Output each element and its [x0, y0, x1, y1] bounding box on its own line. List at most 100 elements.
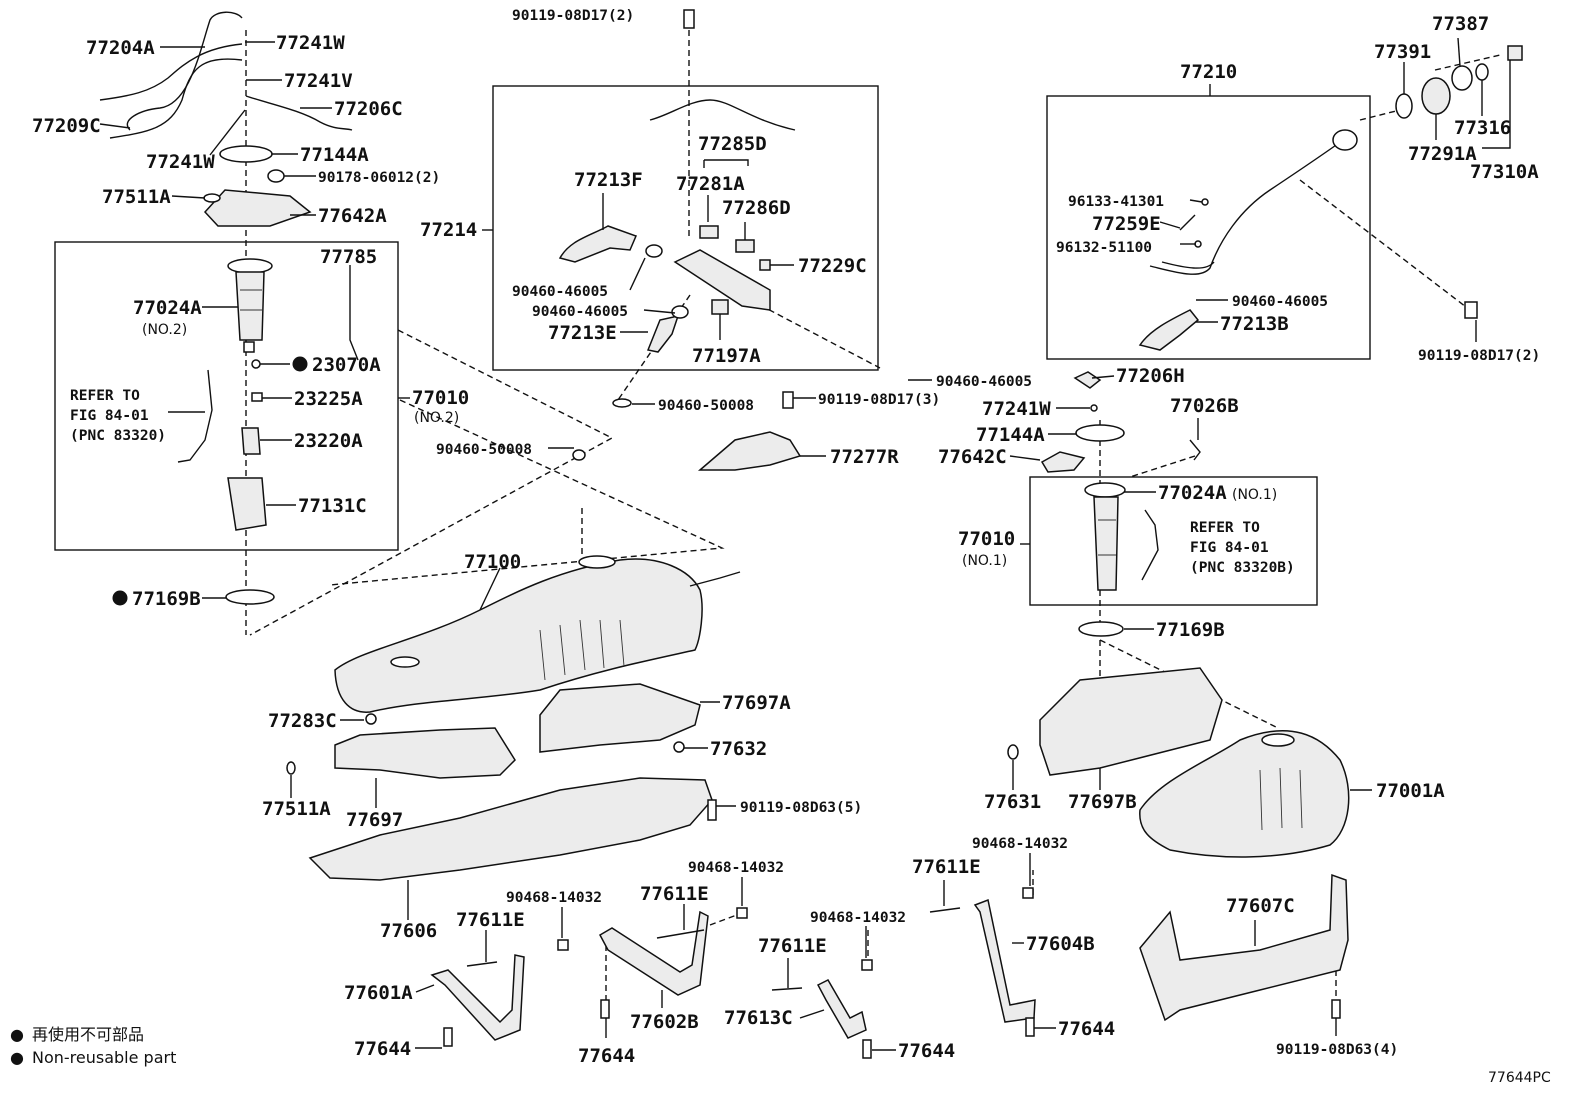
label-90119-08D63-4: 90119-08D63(4) [1276, 1042, 1398, 1058]
label-77210: 77210 [1180, 61, 1237, 83]
label-90460-46005: 90460-46005 [936, 374, 1032, 390]
label-90468-14032: 90468-14032 [506, 890, 602, 906]
legend-jp: 再使用不可部品 [32, 1025, 144, 1044]
label-77697B: 77697B [1068, 791, 1137, 813]
fuel-tank-77001A [1139, 730, 1350, 858]
label-77277R: 77277R [830, 446, 899, 468]
strap-77601A [430, 954, 525, 1041]
label-23070A: 23070A [312, 354, 381, 376]
label-77601A: 77601A [344, 982, 413, 1004]
vent-tube-assembly [558, 99, 796, 353]
label-77241V: 77241V [284, 70, 353, 92]
label-90119-08D17-3: 90119-08D17(3) [818, 392, 940, 408]
fuel-sender-77024A-no1 [1084, 482, 1126, 591]
protector-77697B [1039, 667, 1223, 776]
leader-lines [99, 37, 1511, 1051]
cap-77291A [1421, 77, 1451, 115]
label-77697: 77697 [346, 809, 403, 831]
strap-77604B [973, 898, 1036, 1023]
label-77387: 77387 [1432, 13, 1489, 35]
group-box-77010-no2 [54, 241, 399, 551]
label-77283C: 77283C [268, 710, 337, 732]
guard-77607C [1139, 873, 1349, 1022]
filler-pipe-77210 [1138, 129, 1358, 351]
label-90460-46005: 90460-46005 [532, 304, 628, 320]
label-77511A: 77511A [102, 186, 171, 208]
protector-77697A [539, 683, 701, 753]
filter-77131C [227, 477, 267, 531]
label-77010: 77010 [412, 387, 469, 409]
label-77602B: 77602B [630, 1011, 699, 1033]
label-refer-to-2-fig: FIG 84-01 [1190, 540, 1269, 556]
label-90468-14032: 90468-14032 [810, 910, 906, 926]
label-77259E: 77259E [1092, 213, 1161, 235]
label-90460-46005: 90460-46005 [1232, 294, 1328, 310]
gasket-77169B-left [225, 589, 275, 605]
label-77024A: 77024A [133, 297, 202, 319]
label-refer-to-1: REFER TO [70, 388, 140, 404]
label-77611E: 77611E [758, 935, 827, 957]
label-77291A: 77291A [1408, 143, 1477, 165]
label-77213F: 77213F [574, 169, 643, 191]
label-77310A: 77310A [1470, 161, 1539, 183]
legend-bullet: ● [10, 1025, 24, 1044]
label-77024A-sub: (NO.1) [1232, 487, 1277, 503]
label-90119-08D17-2: 90119-08D17(2) [512, 8, 634, 24]
label-77206H: 77206H [1116, 365, 1185, 387]
label-77209C: 77209C [32, 115, 101, 137]
label-77316: 77316 [1454, 117, 1511, 139]
strap-77602B [598, 910, 709, 996]
label-77169B: 77169B [1156, 619, 1225, 641]
label-77611E: 77611E [640, 883, 709, 905]
label-77286D: 77286D [722, 197, 791, 219]
legend-en: Non-reusable part [32, 1048, 176, 1067]
legend: ● 再使用不可部品 ● Non-reusable part [10, 1025, 176, 1067]
fuel-sender-77024A-no2 [227, 258, 273, 353]
label-77644: 77644 [354, 1038, 411, 1060]
label-90460-50008: 90460-50008 [436, 442, 532, 458]
ring-77144A-top [219, 145, 273, 163]
label-77026B: 77026B [1170, 395, 1239, 417]
label-77644: 77644 [898, 1040, 955, 1062]
label-77010: 77010 [958, 528, 1015, 550]
nonreusable-bullet-77169B [112, 590, 128, 606]
label-77604B: 77604B [1026, 933, 1095, 955]
label-77285D: 77285D [698, 133, 767, 155]
label-77001A: 77001A [1376, 780, 1445, 802]
label-77169B: 77169B [132, 588, 201, 610]
label-77642C: 77642C [938, 446, 1007, 468]
label-77611E: 77611E [456, 909, 525, 931]
pump-23220A [241, 427, 261, 455]
label-77241W: 77241W [276, 32, 345, 54]
label-23220A: 23220A [294, 430, 363, 452]
label-77632: 77632 [710, 738, 767, 760]
label-77613C: 77613C [724, 1007, 793, 1029]
label-77607C: 77607C [1226, 895, 1295, 917]
label-77204A: 77204A [86, 37, 155, 59]
group-box-77214 [492, 85, 879, 371]
label-77281A: 77281A [676, 173, 745, 195]
label-77642A: 77642A [318, 205, 387, 227]
label-77631: 77631 [984, 791, 1041, 813]
label-77010-sub: (NO.1) [962, 553, 1007, 569]
label-90468-14032: 90468-14032 [972, 836, 1068, 852]
group-box-77010-no1 [1029, 476, 1318, 606]
label-77213E: 77213E [548, 322, 617, 344]
label-96132-51100: 96132-51100 [1056, 240, 1152, 256]
label-77206C: 77206C [334, 98, 403, 120]
label-refer-to-2-pnc: (PNC 83320B) [1190, 560, 1295, 576]
gasket-77169B-right [1078, 621, 1124, 637]
label-77100: 77100 [464, 551, 521, 573]
label-77131C: 77131C [298, 495, 367, 517]
cap-gasket-77391 [1395, 93, 1413, 119]
label-77241W: 77241W [146, 151, 215, 173]
label-77611E: 77611E [912, 856, 981, 878]
label-77391: 77391 [1374, 41, 1431, 63]
ring-77144A-right [1075, 424, 1125, 442]
label-90119-08D63-5: 90119-08D63(5) [740, 800, 862, 816]
label-77241W: 77241W [982, 398, 1051, 420]
shield-77277R [697, 431, 802, 471]
legend-bullet: ● [10, 1048, 24, 1067]
label-77214: 77214 [420, 219, 477, 241]
